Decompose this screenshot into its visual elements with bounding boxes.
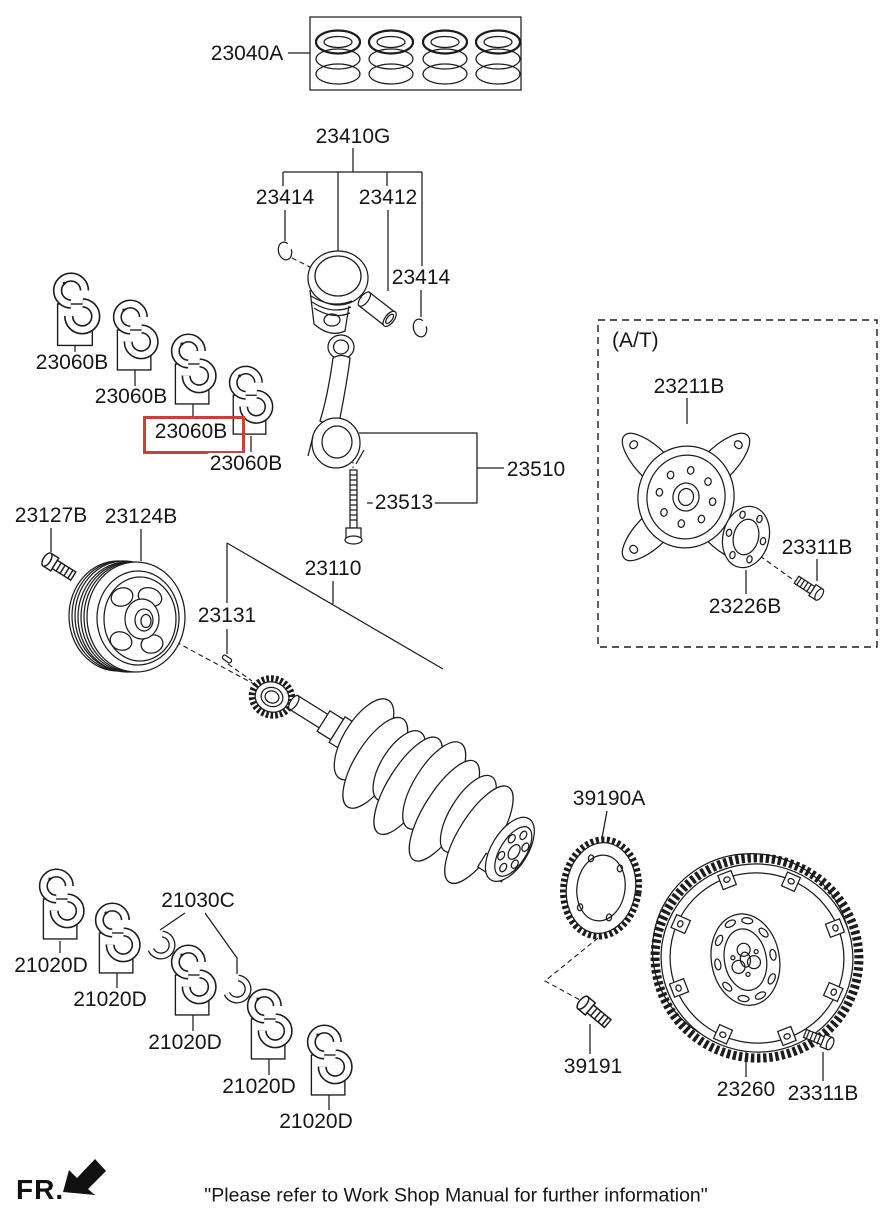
part-label-23060B-4[interactable]: 23060B — [207, 451, 285, 476]
part-label-23510[interactable]: 23510 — [504, 457, 568, 482]
part-label-21020D-2[interactable]: 21020D — [71, 987, 149, 1012]
woodruff-key — [221, 654, 233, 664]
part-label-23260[interactable]: 23260 — [714, 1077, 778, 1102]
part-label-21020D-1[interactable]: 21020D — [12, 953, 90, 978]
part-label-23412[interactable]: 23412 — [356, 185, 420, 210]
at-group-box — [597, 319, 878, 648]
part-label-23414-a[interactable]: 23414 — [253, 185, 317, 210]
part-label-23226B[interactable]: 23226B — [706, 594, 784, 619]
part-label-21020D-4[interactable]: 21020D — [220, 1074, 298, 1099]
timing-gear — [248, 675, 296, 719]
selected-part-highlight — [143, 416, 245, 454]
flywheel — [650, 852, 864, 1063]
part-label-21020D-3[interactable]: 21020D — [146, 1030, 224, 1055]
snap-ring-left — [277, 241, 293, 261]
part-label-23311B-a[interactable]: 23311B — [779, 535, 855, 560]
leader-lines — [50, 52, 824, 1110]
part-label-23414-b[interactable]: 23414 — [389, 265, 453, 290]
fr-direction-label: FR. — [16, 1174, 65, 1205]
piston — [307, 250, 369, 334]
part-label-23131[interactable]: 23131 — [195, 603, 259, 628]
part-label-39191[interactable]: 39191 — [561, 1054, 625, 1079]
part-label-23060B-2[interactable]: 23060B — [92, 384, 170, 409]
at-spacer — [721, 505, 771, 569]
part-label-23124B[interactable]: 23124B — [102, 504, 180, 529]
part-label-23211B[interactable]: 23211B — [651, 374, 727, 399]
workshop-manual-note: "Please refer to Work Shop Manual for fu… — [204, 1184, 708, 1207]
piston-ring-set — [309, 16, 522, 91]
part-label-23311B-b[interactable]: 23311B — [785, 1081, 861, 1106]
part-label-21030C[interactable]: 21030C — [159, 888, 237, 913]
part-label-23410G[interactable]: 23410G — [313, 124, 393, 149]
piston-pin — [357, 290, 397, 328]
ring-gear — [560, 836, 642, 940]
part-label-23060B-1[interactable]: 23060B — [33, 350, 111, 375]
part-label-21020D-5[interactable]: 21020D — [277, 1109, 355, 1134]
pulley-bolt — [39, 550, 78, 584]
crank-pulley — [68, 560, 186, 673]
part-label-23110[interactable]: 23110 — [302, 556, 364, 581]
part-label-23040A[interactable]: 23040A — [208, 41, 286, 66]
part-label-23513[interactable]: 23513 — [372, 490, 436, 515]
at-group-label: (A/T) — [610, 328, 661, 353]
snap-ring-right — [412, 318, 428, 338]
part-label-23127B[interactable]: 23127B — [12, 503, 90, 528]
at-plate-bolt — [792, 573, 827, 603]
fr-direction-arrow-icon — [63, 1159, 106, 1195]
connecting-rod — [307, 334, 365, 469]
part-label-23060B-3[interactable]: 23060B — [152, 419, 230, 444]
at-adapter-plate — [621, 432, 751, 562]
crankshaft — [287, 694, 535, 884]
rod-bolt — [344, 469, 363, 545]
part-label-39190A[interactable]: 39190A — [570, 786, 648, 811]
ring-gear-bolt — [574, 993, 614, 1031]
